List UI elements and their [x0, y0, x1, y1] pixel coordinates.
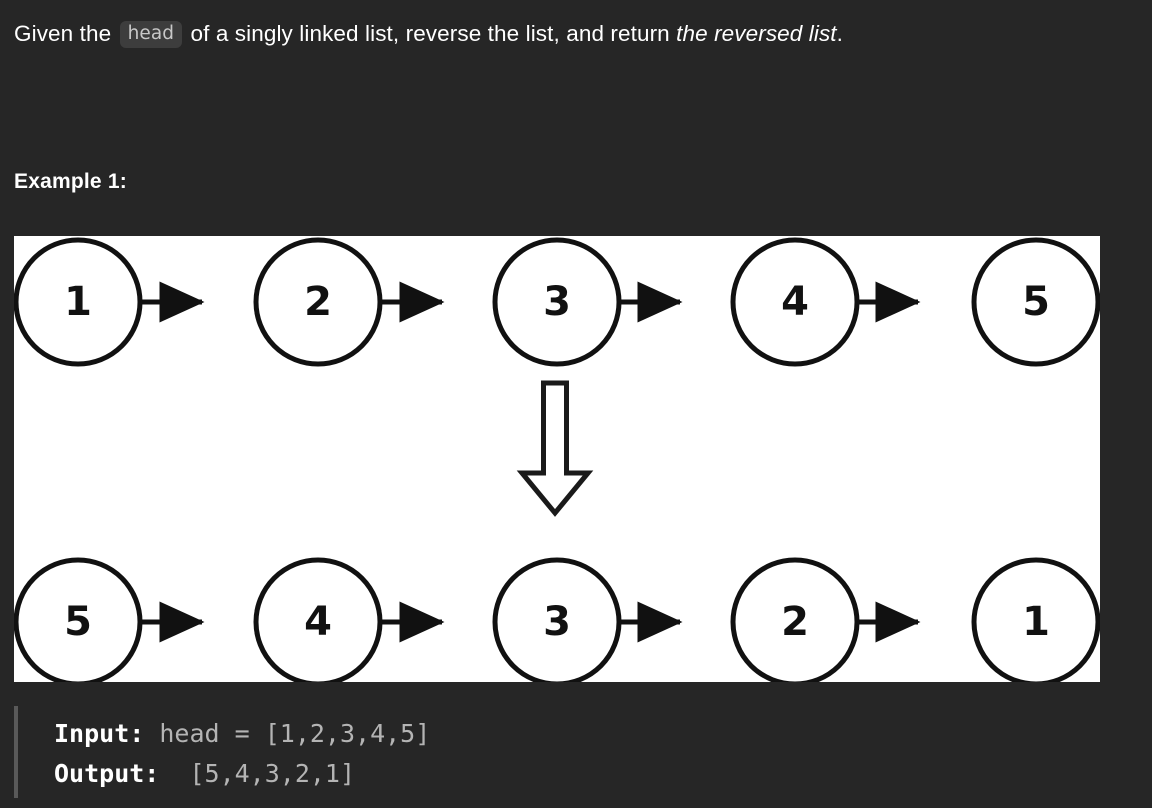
statement-emphasis: the reversed list: [676, 21, 837, 46]
node-circle: [730, 557, 860, 682]
node-label: 3: [543, 599, 571, 645]
node-label: 5: [64, 599, 92, 645]
node-label: 3: [543, 279, 571, 325]
code-line-input: Input: head = [1,2,3,4,5]: [54, 714, 430, 754]
node-circle: [253, 237, 383, 367]
example-heading: Example 1:: [14, 170, 127, 193]
node-label: 5: [1022, 279, 1050, 325]
node-circle: [253, 557, 383, 682]
output-label: Output:: [54, 759, 160, 788]
node-label: 4: [304, 599, 332, 645]
node-label: 2: [304, 279, 332, 325]
node-label: 4: [781, 279, 809, 325]
node-label: 1: [64, 279, 92, 325]
problem-statement: Given the head of a singly linked list, …: [14, 18, 1134, 50]
transform-down-arrow-icon: [516, 380, 594, 517]
node-circle: [971, 237, 1100, 367]
input-label: Input:: [54, 719, 145, 748]
node-circle: [730, 237, 860, 367]
linked-list-diagram-svg: 1 2 3 4 5 5 4 3 2 1: [14, 237, 1100, 682]
output-value: [5,4,3,2,1]: [159, 759, 356, 788]
diagram-bottom-row: 5 4 3 2 1: [14, 557, 1100, 682]
node-circle: [492, 557, 622, 682]
example-code-block: Input: head = [1,2,3,4,5] Output: [5,4,3…: [14, 706, 1134, 798]
statement-text-after: of a singly linked list, reverse the lis…: [184, 21, 677, 46]
node-circle: [14, 557, 143, 682]
node-circle: [14, 237, 143, 367]
inline-code-head: head: [119, 21, 183, 48]
node-label: 2: [781, 599, 809, 645]
linked-list-diagram: 1 2 3 4 5 5 4 3 2 1: [14, 236, 1100, 682]
input-value: head = [1,2,3,4,5]: [144, 719, 431, 748]
code-line-output: Output: [5,4,3,2,1]: [54, 754, 355, 794]
statement-trailing: .: [836, 21, 844, 46]
node-circle: [971, 557, 1100, 682]
statement-text-before: Given the: [14, 21, 118, 46]
node-label: 1: [1022, 599, 1050, 645]
diagram-top-row: 1 2 3 4 5: [14, 237, 1100, 367]
node-circle: [492, 237, 622, 367]
